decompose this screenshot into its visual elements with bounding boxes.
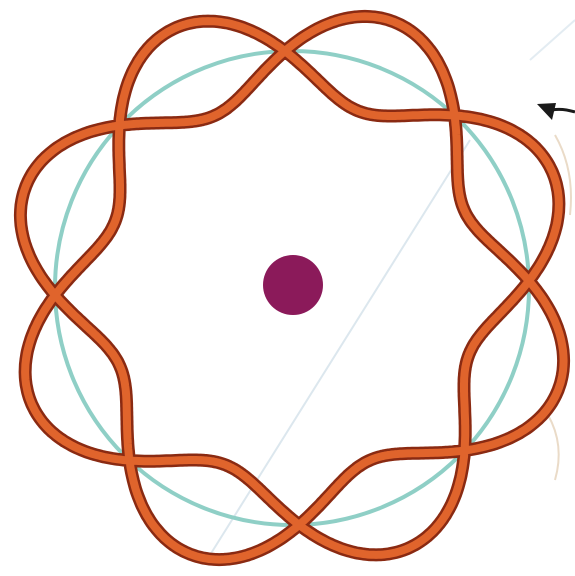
paper-scratch-line xyxy=(548,415,559,480)
nucleus-dot-icon xyxy=(263,255,323,315)
arrow-head xyxy=(537,103,556,120)
arrow-shaft xyxy=(552,109,575,112)
paper-scratch-line xyxy=(530,20,575,60)
curved-arrow-icon xyxy=(537,103,575,120)
